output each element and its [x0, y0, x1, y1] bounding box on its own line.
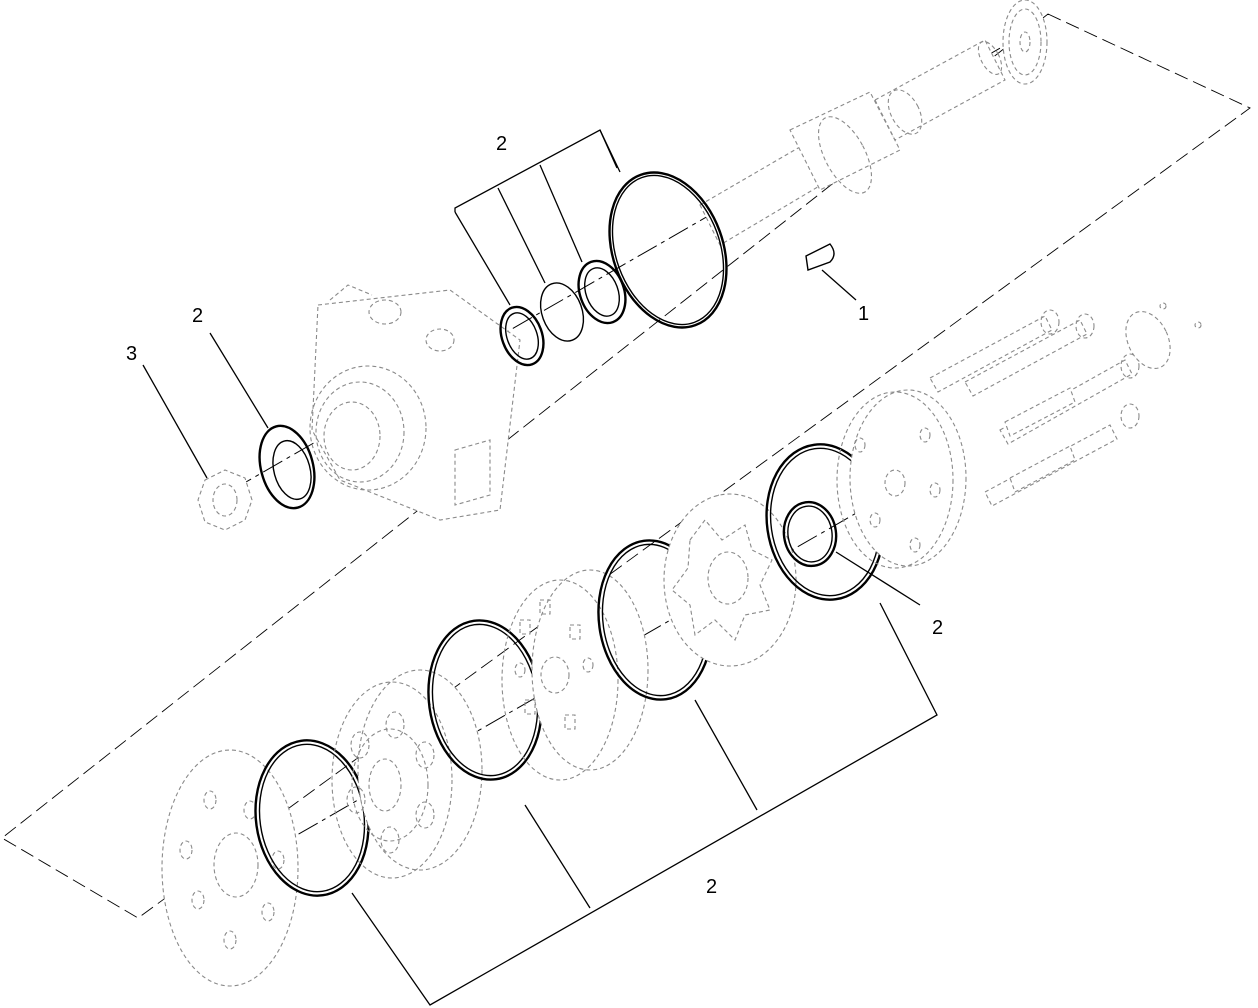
callout-2-left: 2 [192, 305, 203, 327]
upper-seal-rings [499, 171, 728, 367]
callout-2-bottom: 2 [706, 876, 717, 898]
shaft-seal [258, 424, 316, 510]
star-rotor [663, 493, 797, 667]
callout-3: 3 [126, 343, 137, 365]
rear-cover [836, 389, 967, 569]
motor-housing [309, 284, 521, 521]
thrust-washer [1002, 0, 1048, 85]
valve-plate [501, 569, 649, 781]
small-seal [782, 500, 838, 568]
callout-labels: 1 2 2 3 2 2 [126, 133, 943, 898]
callout-2-top: 2 [496, 133, 507, 155]
leader-lines [142, 129, 938, 1006]
callout-1: 1 [858, 303, 869, 325]
end-plug [1125, 302, 1202, 370]
bolts [929, 309, 1140, 507]
gerotor-set [331, 669, 483, 879]
output-shaft [699, 0, 1048, 246]
assembly-boundary [1, 13, 1251, 919]
callout-2-right: 2 [932, 617, 943, 639]
castle-nut [197, 469, 253, 531]
shaft-key [805, 243, 835, 271]
end-cap [161, 749, 299, 987]
